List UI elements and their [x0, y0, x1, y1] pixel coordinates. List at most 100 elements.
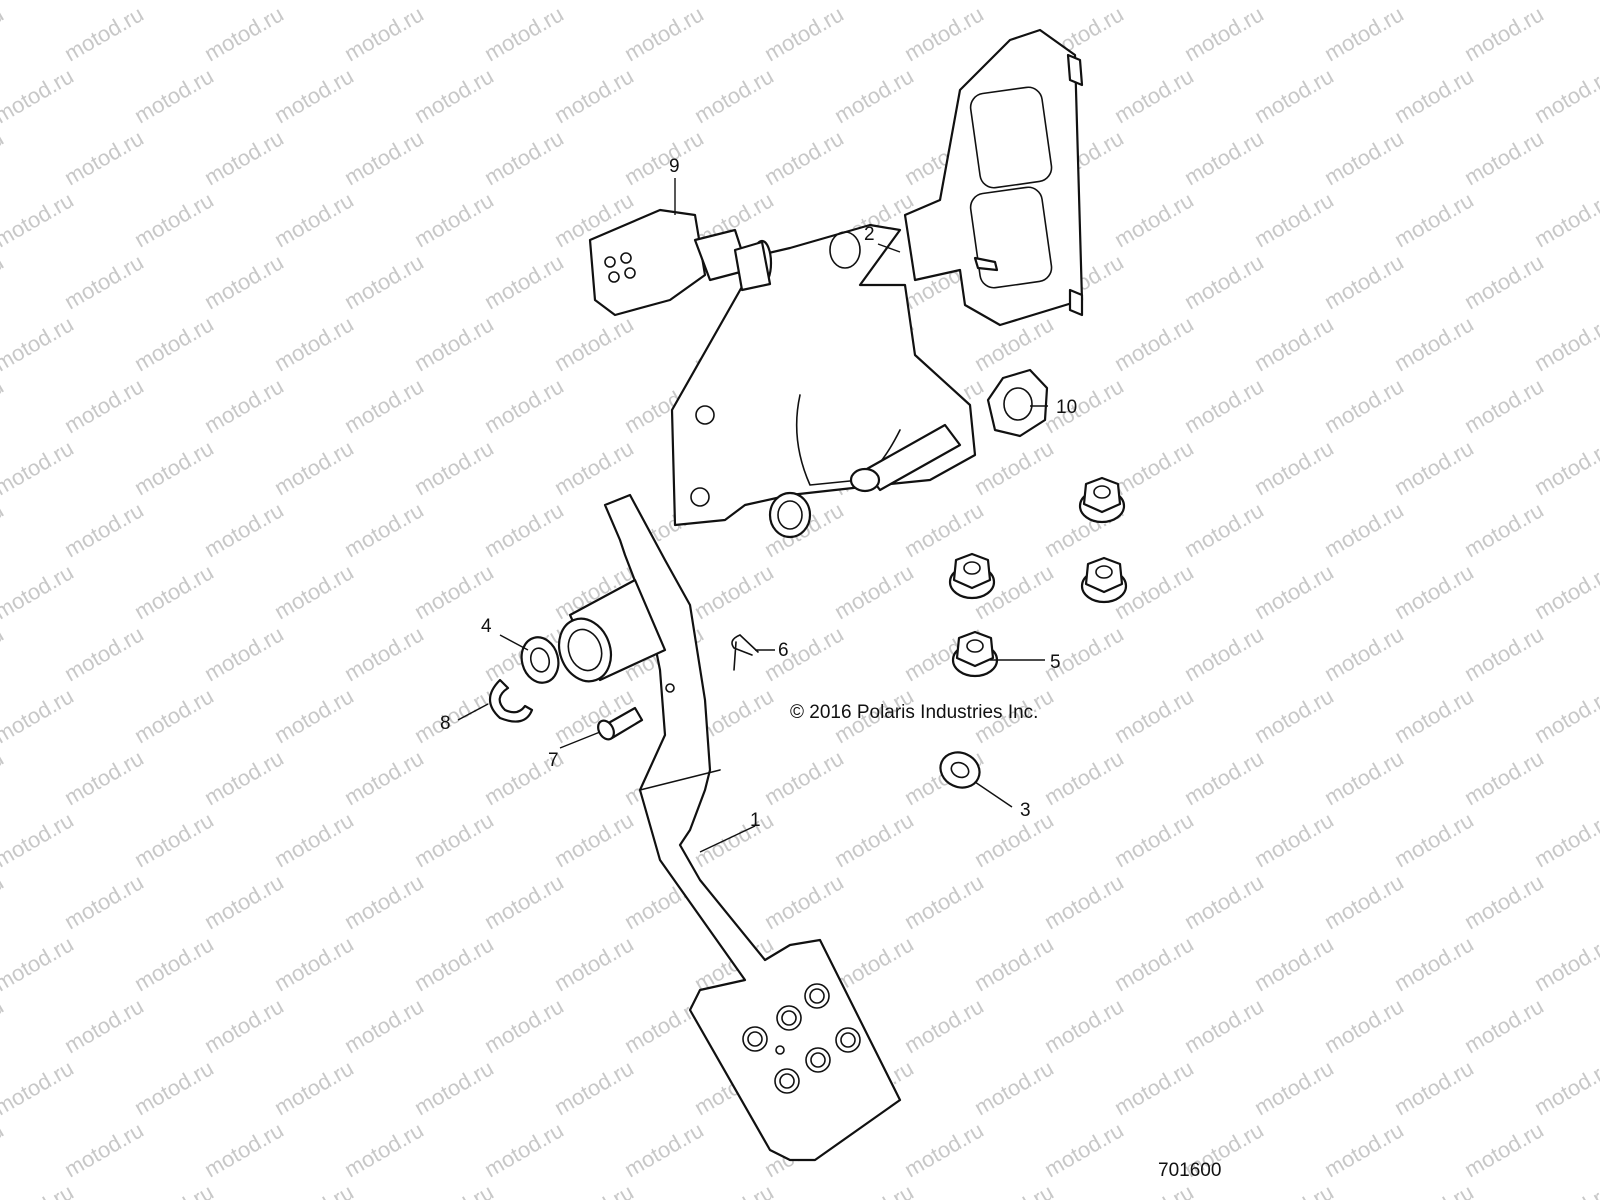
watermark-text: motod.ru [340, 1, 428, 66]
bushing [768, 491, 812, 539]
watermark-text: motod.ru [760, 1, 848, 66]
callout-4: 4 [481, 616, 492, 637]
watermark-text: motod.ru [1530, 683, 1600, 748]
watermark-text: motod.ru [200, 1, 288, 66]
watermark-text: motod.ru [1460, 869, 1548, 934]
watermark-text: motod.ru [1460, 497, 1548, 562]
copyright-notice: © 2016 Polaris Industries Inc. [790, 702, 1039, 723]
watermark-text: motod.ru [1250, 1179, 1338, 1200]
watermark-text: motod.ru [760, 869, 848, 934]
watermark-text: motod.ru [270, 807, 358, 872]
watermark-text: motod.ru [1530, 187, 1600, 252]
watermark-text: motod.ru [1390, 807, 1478, 872]
watermark-text: motod.ru [0, 559, 78, 624]
watermark-text: motod.ru [830, 1179, 918, 1200]
watermark-text: motod.ru [1390, 311, 1478, 376]
watermark-text: motod.ru [970, 1179, 1058, 1200]
watermark-text: motod.ru [1460, 1117, 1548, 1182]
watermark-text: motod.ru [970, 435, 1058, 500]
watermark-text: motod.ru [130, 559, 218, 624]
watermark-text: motod.ru [340, 869, 428, 934]
watermark-text: motod.ru [340, 125, 428, 190]
watermark-text: motod.ru [830, 0, 918, 4]
watermark-text: motod.ru [1320, 373, 1408, 438]
watermark-text: motod.ru [200, 373, 288, 438]
watermark-text: motod.ru [1530, 1055, 1600, 1120]
watermark-text: motod.ru [1110, 435, 1198, 500]
watermark-text: motod.ru [1530, 807, 1600, 872]
watermark-text: motod.ru [1320, 497, 1408, 562]
watermark-text: motod.ru [1250, 63, 1338, 128]
watermark-text: motod.ru [130, 435, 218, 500]
watermark-text: motod.ru [410, 311, 498, 376]
watermark-text: motod.ru [1250, 683, 1338, 748]
callout-9: 9 [669, 156, 680, 177]
watermark-text: motod.ru [270, 1179, 358, 1200]
watermark-text: motod.ru [1180, 373, 1268, 438]
watermark-text: motod.ru [1390, 1055, 1478, 1120]
watermark-text: motod.ru [550, 63, 638, 128]
watermark-text: motod.ru [970, 807, 1058, 872]
watermark-text: motod.ru [970, 1055, 1058, 1120]
watermark-text: motod.ru [200, 993, 288, 1058]
watermark-text: motod.ru [900, 1117, 988, 1182]
watermark-text: motod.ru [60, 125, 148, 190]
watermark-text: motod.ru [130, 1055, 218, 1120]
watermark-text: motod.ru [1320, 1, 1408, 66]
watermark-text: motod.ru [0, 869, 8, 934]
watermark-text: motod.ru [270, 931, 358, 996]
watermark-text: motod.ru [1530, 0, 1600, 4]
watermark-text: motod.ru [1250, 0, 1338, 4]
watermark-text: motod.ru [1390, 931, 1478, 996]
watermark-text: motod.ru [1180, 497, 1268, 562]
watermark-text: motod.ru [410, 559, 498, 624]
watermark-text: motod.ru [340, 993, 428, 1058]
watermark-text: motod.ru [480, 1, 568, 66]
watermark-text: motod.ru [1530, 931, 1600, 996]
watermark-text: motod.ru [1040, 1117, 1128, 1182]
part-8-eclip [488, 678, 534, 723]
watermark-text: motod.ru [0, 807, 78, 872]
watermark-text: motod.ru [1250, 1055, 1338, 1120]
watermark-text: motod.ru [270, 311, 358, 376]
watermark-text: motod.ru [60, 1117, 148, 1182]
watermark-text: motod.ru [760, 125, 848, 190]
watermark-text: motod.ru [0, 1055, 78, 1120]
watermark-text: motod.ru [0, 249, 8, 314]
watermark-text: motod.ru [620, 125, 708, 190]
watermark-text: motod.ru [130, 187, 218, 252]
watermark-text: motod.ru [900, 497, 988, 562]
callout-10: 10 [1056, 397, 1077, 418]
watermark-text: motod.ru [1460, 125, 1548, 190]
part-9-switch [588, 208, 773, 317]
watermark-text: motod.ru [690, 807, 778, 872]
watermark-text: motod.ru [1180, 745, 1268, 810]
watermark-text: motod.ru [0, 745, 8, 810]
watermark-text: motod.ru [690, 63, 778, 128]
watermark-text: motod.ru [130, 683, 218, 748]
watermark-text: motod.ru [1250, 807, 1338, 872]
watermark-text: motod.ru [1320, 249, 1408, 314]
watermark-text: motod.ru [0, 1117, 8, 1182]
watermark-text: motod.ru [1180, 993, 1268, 1058]
watermark-text: motod.ru [1110, 1055, 1198, 1120]
watermark-text: motod.ru [200, 745, 288, 810]
watermark-text: motod.ru [0, 1179, 78, 1200]
watermark-text: motod.ru [1110, 311, 1198, 376]
watermark-text: motod.ru [760, 745, 848, 810]
callout-6: 6 [778, 640, 789, 661]
part-6-cotter-pin [731, 634, 759, 671]
watermark-text: motod.ru [1040, 993, 1128, 1058]
part-7-pin [597, 706, 644, 741]
watermark-text: motod.ru [1110, 187, 1198, 252]
watermark-text: motod.ru [60, 621, 148, 686]
watermark-text: motod.ru [1180, 869, 1268, 934]
watermark-text: motod.ru [690, 559, 778, 624]
watermark-text: motod.ru [270, 435, 358, 500]
watermark-text: motod.ru [0, 1, 8, 66]
watermark-text: motod.ru [200, 497, 288, 562]
watermark-text: motod.ru [900, 993, 988, 1058]
watermark-text: motod.ru [480, 249, 568, 314]
watermark-text: motod.ru [200, 621, 288, 686]
watermark-text: motod.ru [970, 931, 1058, 996]
